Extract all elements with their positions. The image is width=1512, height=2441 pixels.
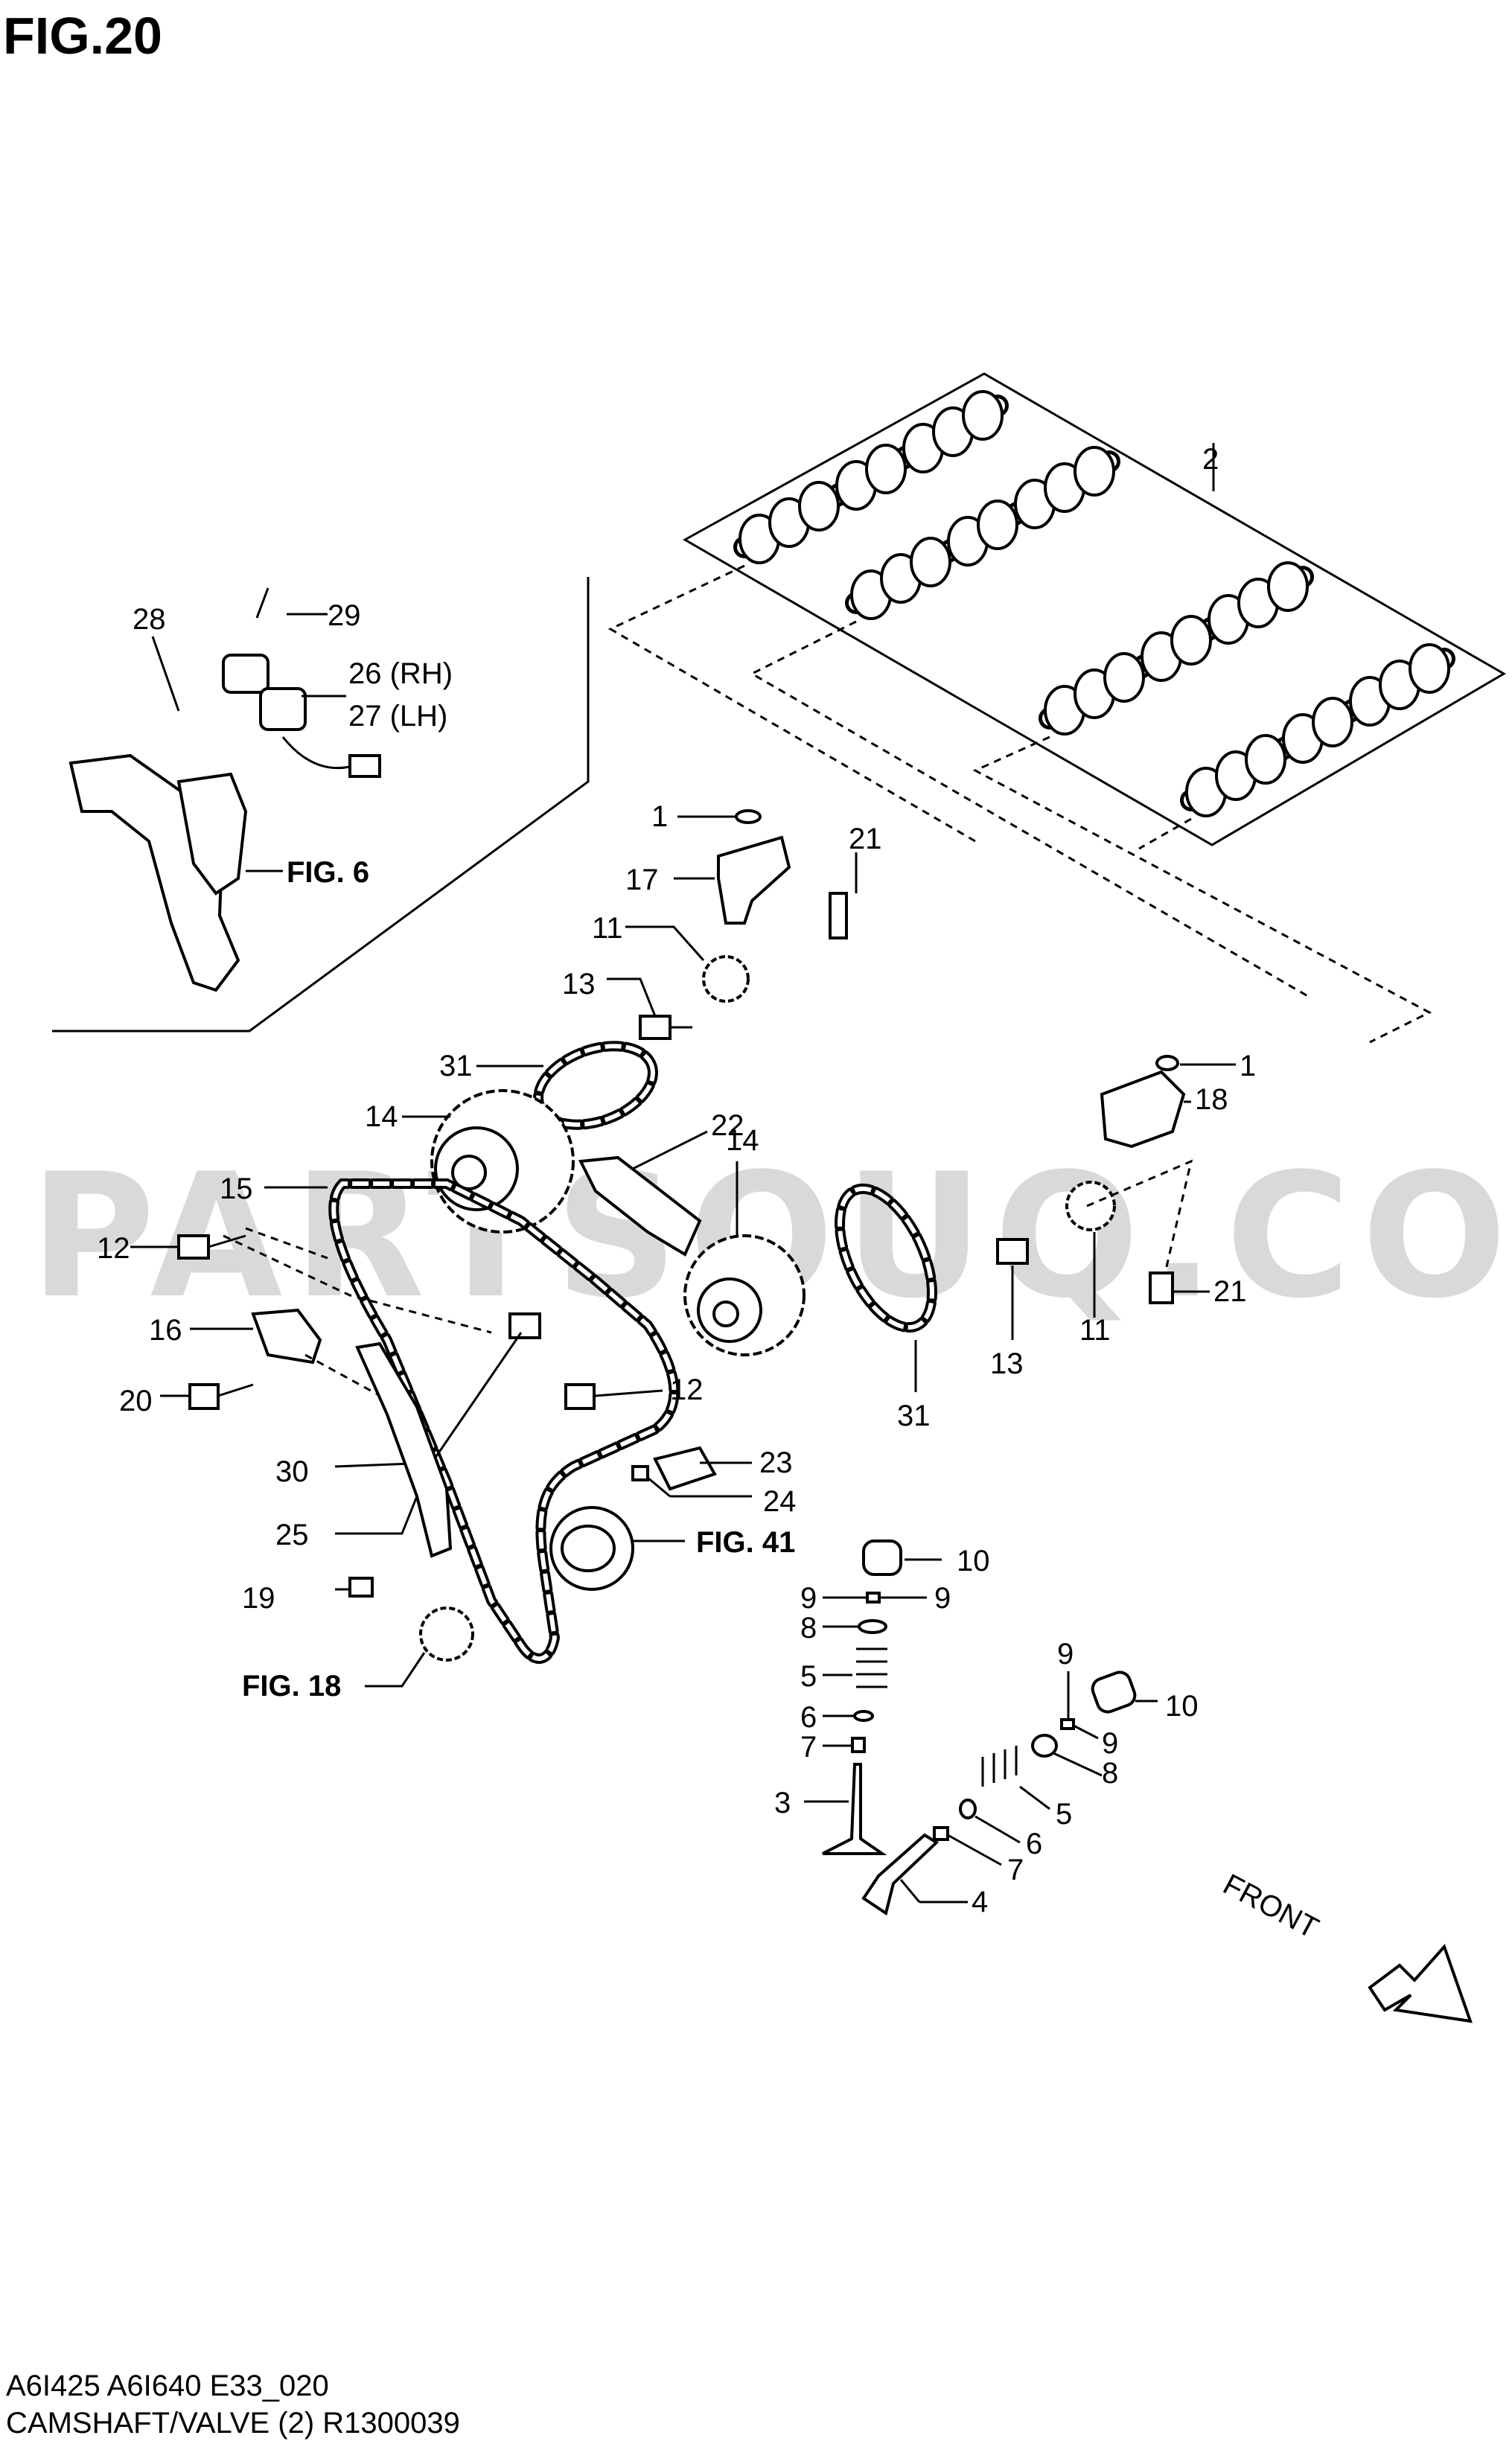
callout-13: 13 xyxy=(562,968,596,1001)
callout-7: 7 xyxy=(800,1731,817,1764)
callout-18: 18 xyxy=(1195,1083,1228,1116)
valve-group-right xyxy=(861,1671,1158,1916)
camshaft-group: 2 xyxy=(607,372,1506,1044)
callout-12-right: 12 xyxy=(670,1373,704,1406)
camshaft xyxy=(1039,561,1314,736)
inset-sensor-group xyxy=(52,577,590,1033)
camshaft xyxy=(733,390,1009,564)
camshaft xyxy=(845,446,1120,620)
timing-chain xyxy=(264,1178,680,1665)
callout-7-b: 7 xyxy=(1007,1854,1024,1886)
callout-30: 30 xyxy=(275,1455,309,1488)
callout-10: 10 xyxy=(957,1545,990,1577)
callout-6-b: 6 xyxy=(1026,1828,1042,1860)
right-chain-loop xyxy=(835,1183,937,1392)
fig-18-link[interactable]: FIG. 18 xyxy=(242,1670,341,1703)
callout-26-rh: 26 (RH) xyxy=(348,657,453,690)
callout-22: 22 xyxy=(711,1109,744,1142)
callout-27-lh: 27 (LH) xyxy=(348,700,447,733)
callout-11: 11 xyxy=(592,912,623,945)
fig-41-link[interactable]: FIG. 41 xyxy=(696,1526,795,1559)
bracket-23-24 xyxy=(631,1446,752,1498)
callout-31-right: 31 xyxy=(897,1400,931,1432)
upper-tensioner-group xyxy=(674,809,858,939)
callout-8: 8 xyxy=(800,1612,817,1644)
callout-24: 24 xyxy=(763,1485,797,1518)
callout-15: 15 xyxy=(220,1172,253,1205)
callout-9-c: 9 xyxy=(1057,1638,1074,1671)
callout-19: 19 xyxy=(242,1582,275,1615)
valve-group-left xyxy=(804,1539,942,1855)
callout-20: 20 xyxy=(119,1385,153,1417)
right-tensioner-group xyxy=(1100,1055,1236,1149)
callout-31: 31 xyxy=(439,1050,473,1082)
chain-guide-22 xyxy=(578,1130,708,1257)
callout-2: 2 xyxy=(1202,443,1219,476)
front-label: FRONT xyxy=(1218,1868,1324,1945)
crank-sprocket xyxy=(365,1606,474,1688)
callout-14: 14 xyxy=(365,1100,398,1133)
callout-1-right: 1 xyxy=(1240,1050,1256,1082)
callout-10-b: 10 xyxy=(1165,1690,1199,1723)
callout-5-b: 5 xyxy=(1056,1798,1072,1831)
callout-9-b: 9 xyxy=(934,1582,951,1615)
callout-3: 3 xyxy=(774,1787,791,1819)
callout-9: 9 xyxy=(800,1582,817,1615)
callout-28: 28 xyxy=(133,603,166,636)
callout-1: 1 xyxy=(651,800,668,833)
callout-16: 16 xyxy=(149,1314,182,1347)
callout-4: 4 xyxy=(972,1886,988,1918)
front-arrow-icon xyxy=(1368,1944,1473,2023)
figure-title: FIG.20 xyxy=(3,7,162,65)
callout-11-right: 11 xyxy=(1079,1314,1111,1347)
callout-25: 25 xyxy=(275,1519,309,1551)
callout-14-right: 14 xyxy=(726,1124,759,1157)
right-vvt-sprocket xyxy=(683,1161,806,1356)
callout-13-right: 13 xyxy=(990,1347,1024,1380)
callout-29: 29 xyxy=(328,599,361,632)
footer-section-title: CAMSHAFT/VALVE (2) R1300039 xyxy=(6,2407,460,2440)
idler-pulley xyxy=(549,1506,685,1591)
fig-6-link[interactable]: FIG. 6 xyxy=(287,856,369,889)
callout-9-d: 9 xyxy=(1102,1727,1118,1760)
callout-8-b: 8 xyxy=(1102,1757,1118,1790)
callout-21: 21 xyxy=(849,823,882,855)
callout-21-right: 21 xyxy=(1213,1275,1247,1308)
camshaft xyxy=(1180,643,1455,817)
chain-guide-25 xyxy=(335,1341,453,1598)
callout-12: 12 xyxy=(97,1232,130,1265)
callout-6: 6 xyxy=(800,1701,817,1734)
left-bolts-group xyxy=(130,1227,663,1468)
callout-17: 17 xyxy=(625,864,659,896)
footer-model-codes: A6I425 A6I640 E33_020 xyxy=(6,2370,329,2402)
left-cam-sprocket xyxy=(607,925,750,1040)
callout-5: 5 xyxy=(800,1660,817,1693)
right-cam-sprocket xyxy=(996,1159,1210,1340)
callout-23: 23 xyxy=(759,1446,793,1479)
